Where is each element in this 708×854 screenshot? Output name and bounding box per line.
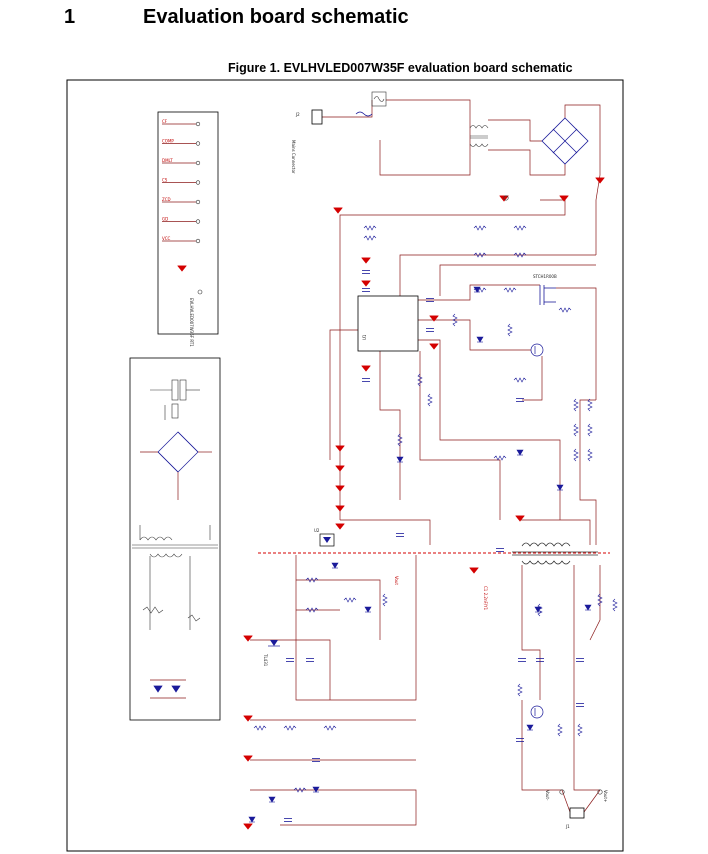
svg-text:EVLHVLED007W35F RT1: EVLHVLED007W35F RT1 bbox=[189, 298, 194, 347]
connector-net-label: VCC bbox=[162, 236, 171, 241]
mains-connector-label: Mains Connector bbox=[291, 140, 296, 174]
connector-row: GD bbox=[162, 217, 201, 224]
svg-text:J2: J2 bbox=[295, 112, 300, 117]
connector-row: ZCD bbox=[162, 197, 201, 205]
test-points bbox=[503, 195, 603, 795]
transistor-q2 bbox=[530, 343, 544, 357]
tl431-label: TL431 bbox=[263, 653, 268, 667]
connector-net-label: DMLT bbox=[162, 158, 173, 163]
power-mosfet bbox=[539, 285, 556, 305]
optional-components-block bbox=[129, 357, 221, 721]
connector-row: COMP bbox=[162, 139, 201, 146]
bridge-rectifier bbox=[541, 117, 589, 165]
vout-minus-label: Vout- bbox=[545, 790, 550, 801]
connector-net-label: CS bbox=[162, 178, 168, 183]
section-number: 1 bbox=[64, 6, 76, 28]
input-stage: J2 Mains Connector bbox=[291, 91, 589, 174]
opto-label: U2 bbox=[314, 528, 320, 533]
connector-row: CF bbox=[162, 119, 201, 127]
section-title: Evaluation board schematic bbox=[143, 6, 409, 28]
connector-net-label: CF bbox=[162, 119, 168, 124]
vout-plus-label: Vout+ bbox=[603, 790, 608, 802]
main-transformer bbox=[512, 542, 598, 565]
tl431: TL431 bbox=[263, 640, 280, 667]
ic-ref-label: U1 bbox=[362, 334, 367, 340]
figure-caption: Figure 1. EVLHVLED007W35F evaluation boa… bbox=[228, 61, 573, 75]
schematic-frame bbox=[66, 79, 624, 852]
connector-block: CF COMP DMLT CS ZCD GD VCC EVLHVLED007W35F RT1 bbox=[157, 111, 219, 347]
optocoupler: U2 bbox=[314, 528, 335, 547]
mosfet-label: STCH1R00B bbox=[533, 274, 557, 279]
connector-row: VCC bbox=[162, 236, 201, 244]
output-connector-label: J1 bbox=[565, 824, 570, 829]
connector-row: DMLT bbox=[162, 158, 201, 166]
connector-net-label: GD bbox=[162, 217, 168, 222]
connector-net-label: ZCD bbox=[162, 197, 171, 202]
connector-net-label: COMP bbox=[162, 139, 174, 144]
vout-label: Vout bbox=[394, 576, 399, 585]
transistor-q3 bbox=[530, 705, 544, 719]
connector-row: CS bbox=[162, 178, 201, 185]
main-controller-ic: U1 bbox=[357, 295, 419, 352]
output-connector: J1 bbox=[565, 807, 585, 829]
y-cap-label: C1 2.2nF/Y1 bbox=[483, 586, 488, 611]
